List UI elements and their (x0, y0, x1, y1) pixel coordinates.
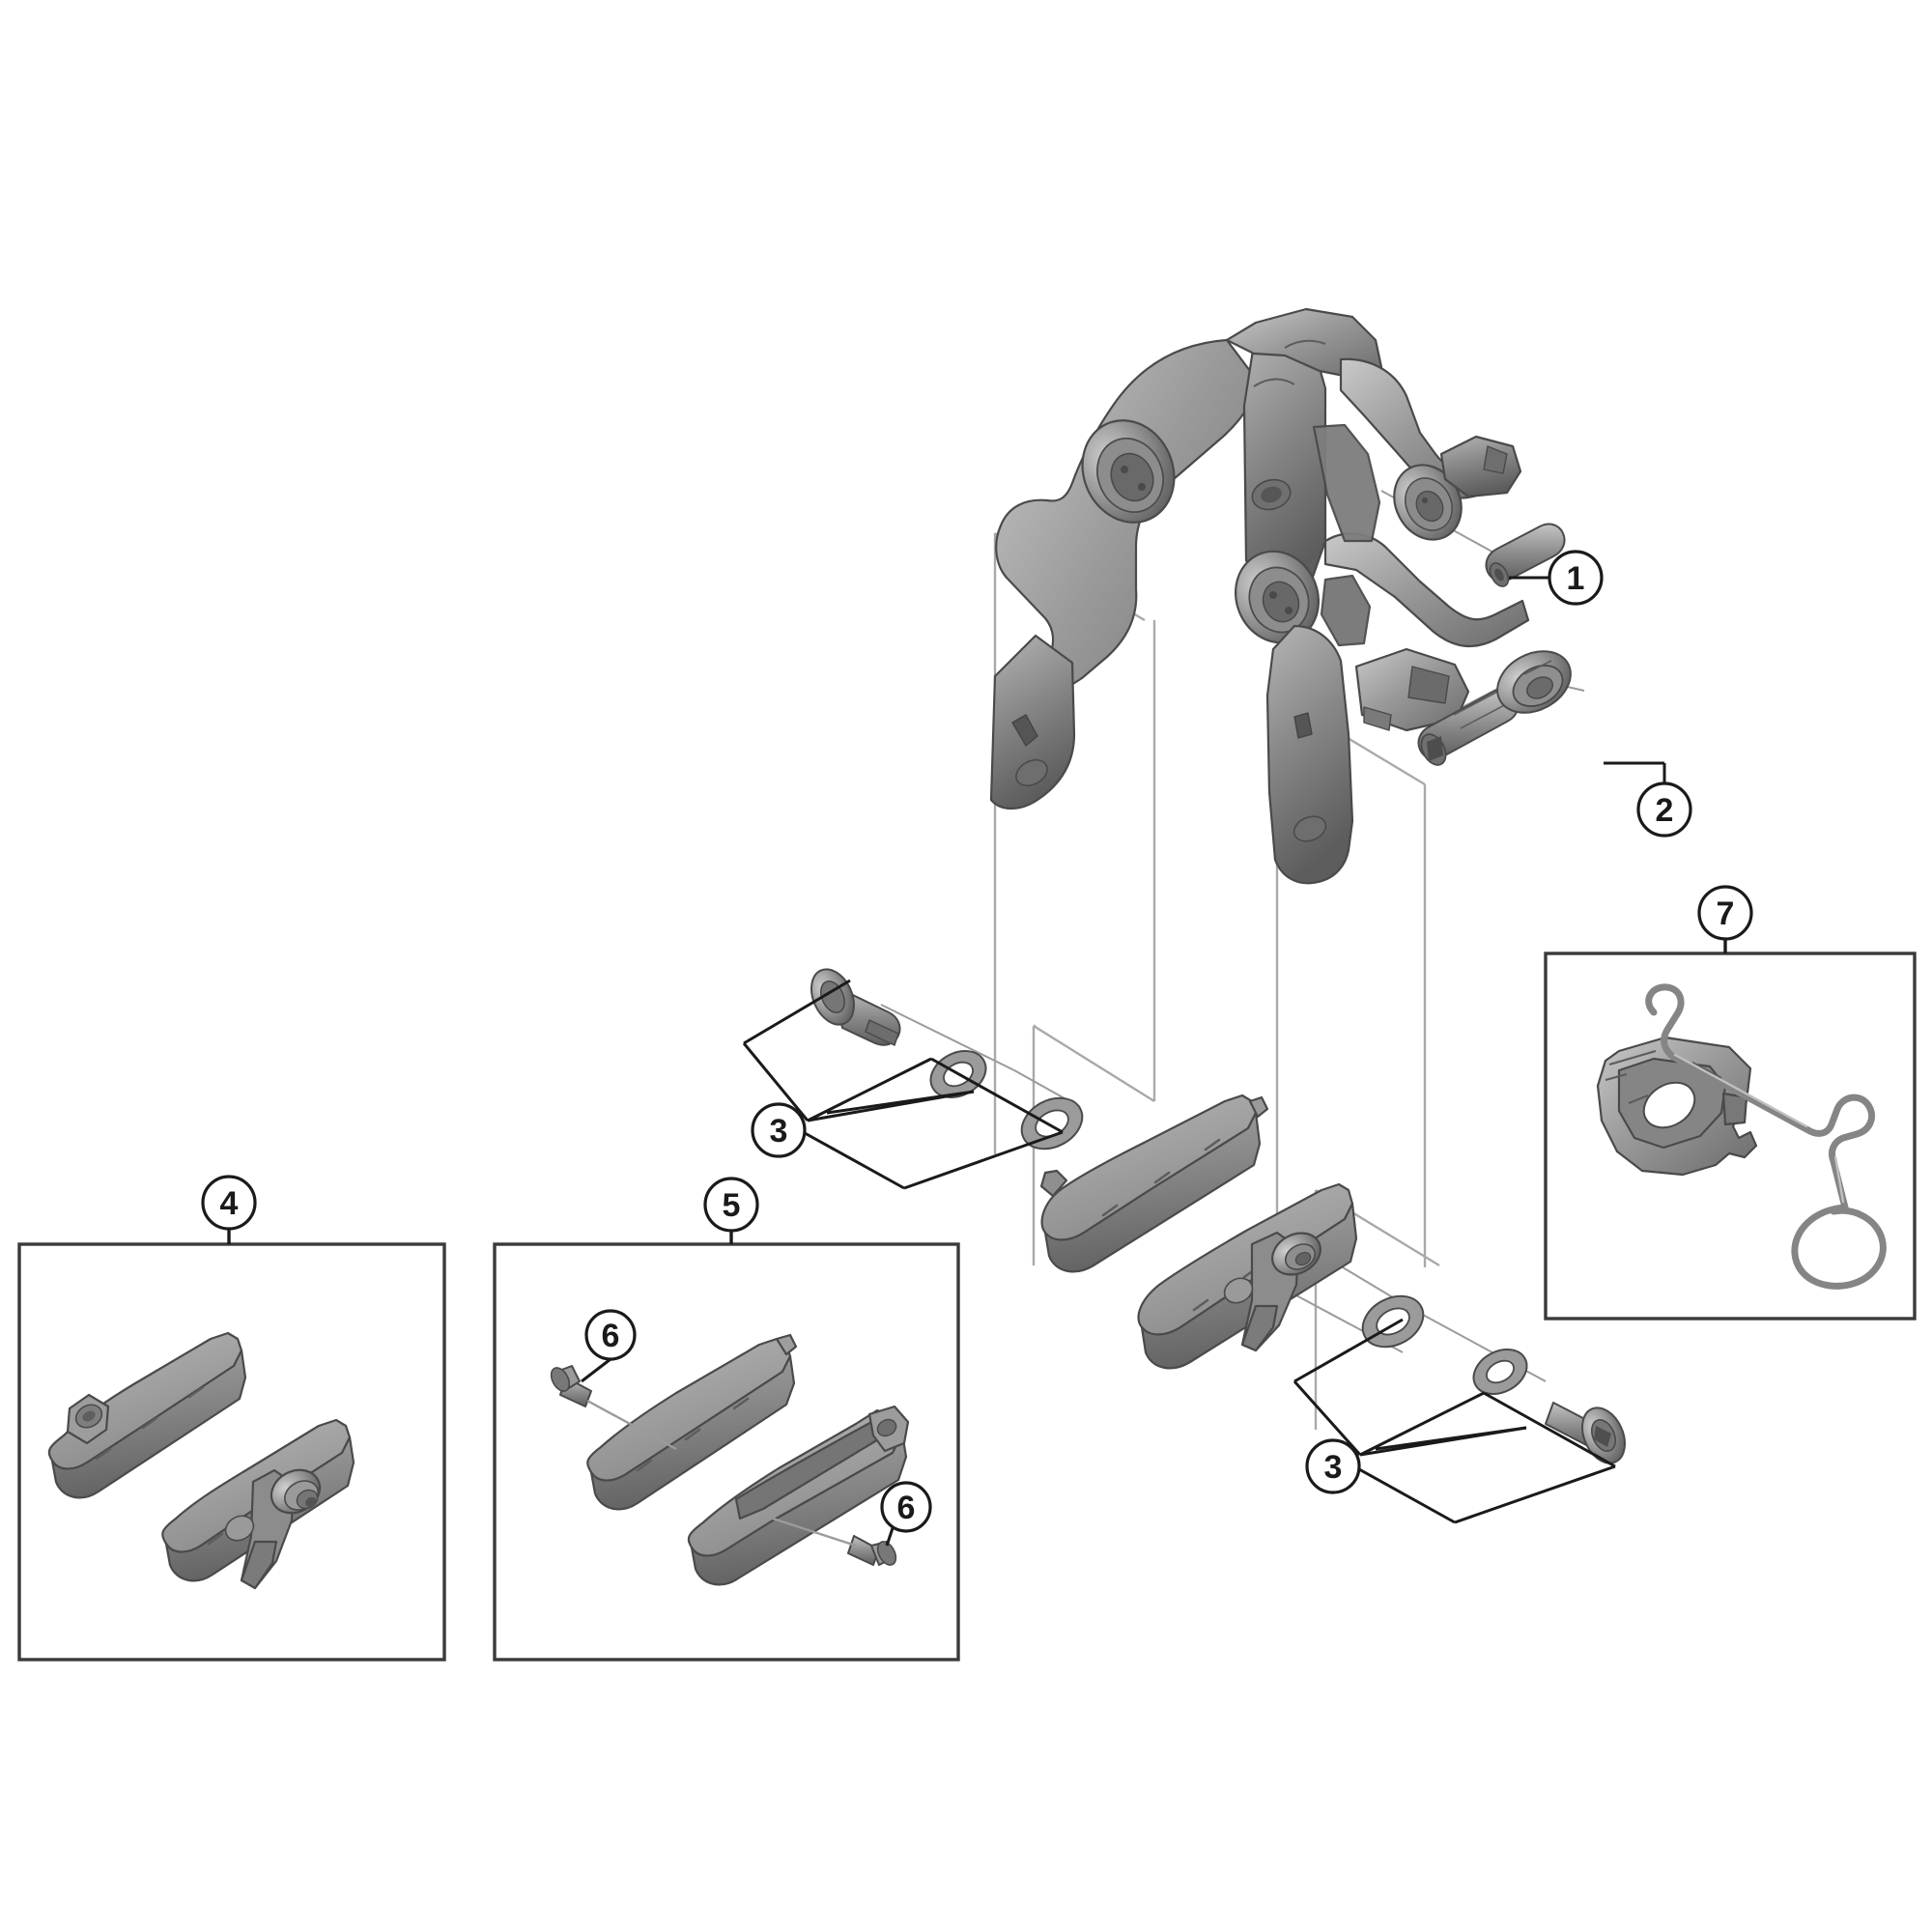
callout-4-label: 4 (220, 1185, 239, 1222)
callout-2-label: 2 (1656, 792, 1674, 829)
box-4-group (17, 1229, 446, 1662)
brake-pad-insert-a (586, 1333, 798, 1511)
callout-6a-circle (584, 1309, 637, 1361)
caliper-return-spring-highlight (1673, 1053, 1845, 1204)
callout-6b: 6 (880, 1481, 932, 1533)
callout-6b-label: 6 (897, 1490, 916, 1526)
pad-retaining-pin-b (847, 1535, 897, 1566)
dual-pivot-caliper-body (989, 307, 1530, 885)
cable-fixing-unit (1596, 1036, 1758, 1177)
center-pivot-boss (1235, 550, 1320, 644)
callout-3a: 3 (751, 1102, 807, 1158)
pad-retaining-pin-a (550, 1365, 592, 1407)
callout-3b: 3 (1305, 1438, 1361, 1494)
brake-shoe-assembly-upper (1039, 1094, 1269, 1273)
center-mounting-bolt (1417, 688, 1520, 766)
brake-shoe-set-item-b (161, 1418, 355, 1590)
shoe-fixing-barrel (270, 1468, 322, 1515)
right-upper-pivot-boss (1393, 464, 1463, 541)
callout-6a-label: 6 (602, 1318, 620, 1354)
brake-shoe-set-item-a (47, 1331, 247, 1499)
brake-shoe-assembly-lower (1137, 1182, 1358, 1370)
callout-3b-label: 3 (1324, 1449, 1343, 1486)
convex-washer-right (1361, 1294, 1425, 1349)
callout-layer: 1 2 3 3 4 5 6 6 7 (201, 550, 1753, 1533)
brake-pad-insert-b (687, 1405, 910, 1586)
left-pivot-boss (1081, 419, 1176, 524)
callout-3a-label: 3 (770, 1113, 788, 1150)
shoe-holder-pivot (1271, 1232, 1321, 1276)
brake-shoe-fixing-bolt-left (810, 968, 901, 1046)
callout-7-label: 7 (1717, 895, 1735, 932)
callout-3b-circle (1305, 1438, 1361, 1494)
callout-2: 2 (1636, 781, 1692, 838)
callout-6a: 6 (584, 1309, 637, 1361)
callout-7: 7 (1697, 885, 1753, 941)
callout-5-label: 5 (723, 1187, 741, 1224)
convex-washer-left (1020, 1096, 1084, 1151)
callout-leader-lines (227, 576, 1727, 1244)
callout-1-circle (1548, 550, 1604, 606)
box-5-group (493, 1231, 960, 1662)
callout-3-left-bracket (742, 979, 1064, 1190)
callout-1-label: 1 (1567, 560, 1585, 597)
fixing-sleeve-nut (1485, 523, 1566, 587)
callout-4: 4 (201, 1175, 257, 1231)
callout-3a-circle (751, 1102, 807, 1158)
pivot-bearing-washer (1496, 650, 1572, 714)
callout-5-circle (703, 1177, 759, 1233)
callout-4-circle (201, 1175, 257, 1231)
brake-shoe-fixing-bolt-right (1545, 1402, 1626, 1464)
concave-washer-right (1472, 1348, 1528, 1396)
box-7-group (1544, 939, 1917, 1321)
callout-2-circle (1636, 781, 1692, 838)
callout-5: 5 (703, 1177, 759, 1233)
callout-6b-circle (880, 1481, 932, 1533)
callout-1: 1 (1548, 550, 1604, 606)
callout-7-circle (1697, 885, 1753, 941)
caliper-return-spring (1645, 983, 1887, 1290)
